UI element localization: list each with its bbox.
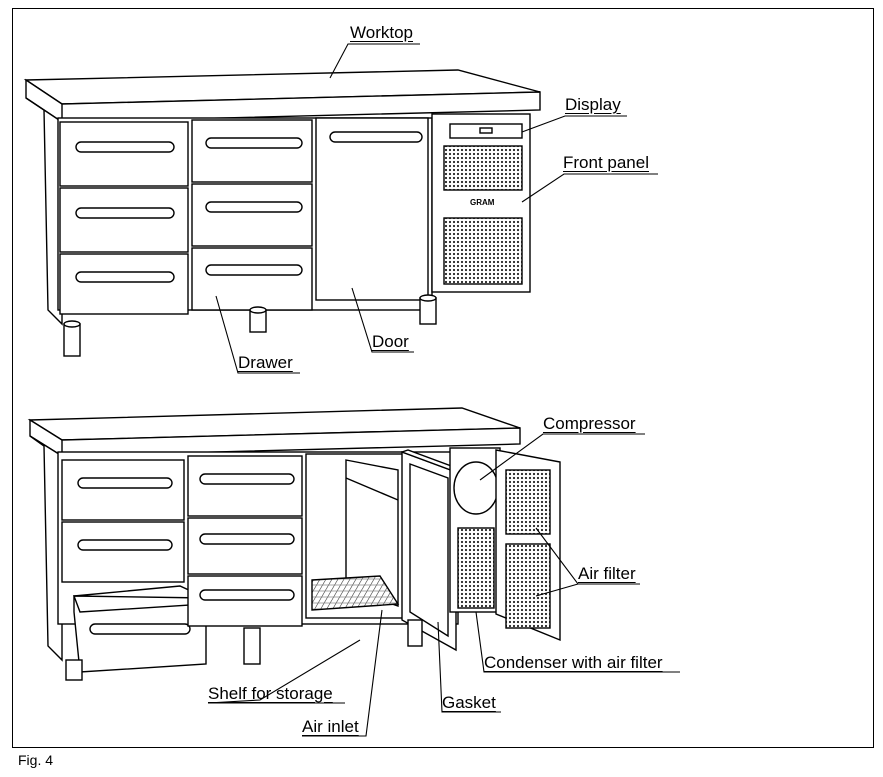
drawer	[61, 521, 185, 583]
drawer-handle	[75, 271, 175, 283]
drawer	[187, 575, 303, 627]
label-worktop: Worktop	[350, 23, 413, 42]
leg	[243, 627, 261, 665]
drawer-handle	[77, 539, 173, 551]
drawer	[61, 459, 185, 521]
drawer-handle	[205, 137, 303, 149]
drawer	[187, 455, 303, 517]
brand-logo: GRAM	[470, 198, 495, 207]
leader-lines-top	[215, 43, 658, 374]
label-drawer: Drawer	[238, 353, 293, 372]
drawer-handle	[205, 201, 303, 213]
storage-shelf	[311, 575, 400, 611]
label-air-inlet: Air inlet	[302, 717, 359, 736]
figure-frame	[12, 8, 874, 748]
drawer	[59, 121, 189, 187]
drawer	[191, 183, 313, 247]
label-air-filter: Air filter	[578, 564, 636, 583]
ventilation-grille	[443, 217, 523, 285]
drawer	[59, 187, 189, 253]
drawer-handle	[205, 264, 303, 276]
drawer-handle	[75, 141, 175, 153]
drawer-handle	[89, 623, 191, 635]
leg	[63, 323, 81, 357]
drawer-handle	[199, 473, 295, 485]
condenser-filter	[457, 527, 495, 609]
drawer	[191, 119, 313, 183]
leg	[407, 619, 423, 647]
label-compressor: Compressor	[543, 414, 636, 433]
drawer-column-1	[59, 121, 189, 315]
label-condenser: Condenser with air filter	[484, 653, 663, 672]
door	[315, 117, 429, 301]
drawer-handle	[77, 477, 173, 489]
drawer-handle	[199, 533, 295, 545]
label-display: Display	[565, 95, 621, 114]
counter-open-drawing	[27, 407, 561, 681]
drawer-column-2	[191, 119, 313, 311]
label-gasket: Gasket	[442, 693, 496, 712]
compressor	[453, 461, 499, 515]
label-shelf: Shelf for storage	[208, 684, 333, 703]
counter-closed-drawing	[23, 69, 541, 357]
door-handle	[329, 131, 423, 143]
leg	[419, 297, 437, 325]
label-door: Door	[372, 332, 409, 351]
label-front-panel: Front panel	[563, 153, 649, 172]
drawer	[187, 517, 303, 575]
leg	[65, 659, 83, 681]
ventilation-grille	[443, 145, 523, 191]
leader-lines-bottom	[207, 433, 680, 737]
drawer	[59, 253, 189, 315]
figure-caption: Fig. 4	[18, 752, 54, 768]
drawer-handle	[75, 207, 175, 219]
drawer-handle	[199, 589, 295, 601]
cabinet-side	[25, 97, 63, 326]
drawer	[191, 247, 313, 311]
